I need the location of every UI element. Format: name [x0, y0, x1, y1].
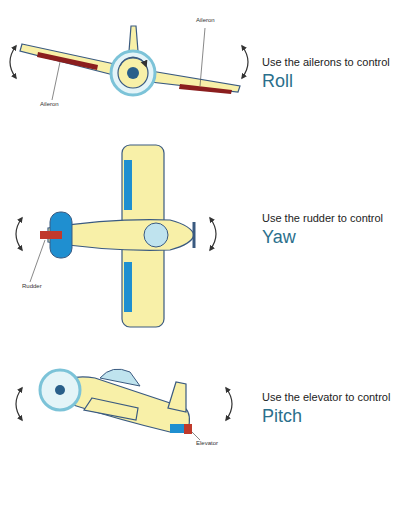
motion-arrow	[226, 388, 232, 420]
tail-fin	[168, 382, 186, 412]
axis-name: Yaw	[262, 228, 296, 248]
motion-arrow	[16, 218, 22, 250]
motion-arrow	[16, 388, 22, 420]
motion-arrow	[210, 218, 216, 250]
part-label: Rudder	[22, 283, 42, 290]
rotation-arrow	[120, 57, 146, 66]
spinner	[127, 67, 139, 79]
elevator	[184, 424, 192, 434]
wing	[84, 398, 138, 420]
roll-plane	[10, 26, 248, 100]
part-label: Aileron	[40, 101, 59, 108]
motion-arrow	[10, 46, 16, 78]
leader-line	[30, 240, 45, 282]
instruction-text: Use the rudder to control	[262, 212, 383, 224]
motion-arrow	[242, 46, 248, 78]
leader-line	[192, 432, 200, 440]
part-label: Elevator	[196, 440, 218, 447]
part-label: Aileron	[196, 17, 215, 24]
cockpit	[144, 223, 168, 247]
leader-line	[52, 62, 60, 100]
aileron-left	[37, 52, 98, 70]
aileron	[124, 160, 132, 210]
pitch-plane	[16, 369, 232, 440]
instruction-text: Use the ailerons to control	[262, 56, 390, 68]
instruction-text: Use the elevator to control	[262, 391, 390, 403]
spinner	[55, 385, 65, 395]
propeller	[193, 222, 196, 248]
axis-name: Pitch	[262, 407, 302, 427]
yaw-plane	[16, 145, 216, 327]
aileron-right	[179, 84, 232, 94]
leader-line	[200, 28, 205, 86]
cockpit	[100, 369, 140, 386]
axis-name: Roll	[262, 72, 293, 92]
propeller-disc	[111, 51, 155, 95]
rudder	[40, 231, 62, 239]
aileron	[124, 262, 132, 312]
stabilizer	[170, 424, 184, 433]
propeller-disc	[40, 370, 80, 410]
fuselage	[118, 58, 148, 88]
